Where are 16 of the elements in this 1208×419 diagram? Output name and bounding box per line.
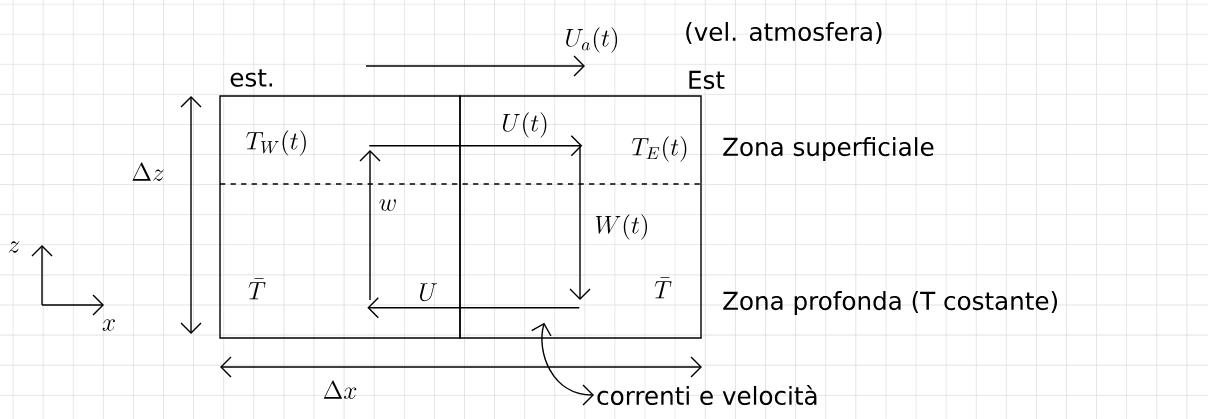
edge-label: $U(t)$ bbox=[502, 112, 547, 138]
text-label: $W(t)$ bbox=[595, 214, 648, 240]
text-label: (vel. atmosfera) bbox=[686, 22, 882, 44]
side-label: Est bbox=[689, 70, 725, 90]
note-text: correnti e velocità bbox=[597, 385, 817, 405]
curved-arrow bbox=[531, 322, 594, 406]
text-label: $U_a(t)$ bbox=[566, 27, 618, 53]
text-label: $\Delta z$ bbox=[132, 162, 164, 181]
text-label: $w$ bbox=[379, 199, 396, 211]
text-label: $z$ bbox=[8, 241, 20, 253]
flow-arrow bbox=[368, 135, 583, 157]
edge-label: $U$ bbox=[420, 283, 437, 302]
text-label: $x$ bbox=[102, 319, 115, 331]
flow-arrow bbox=[367, 297, 580, 319]
text-label: $\Delta x$ bbox=[323, 380, 357, 399]
side-label: est. bbox=[230, 69, 273, 87]
